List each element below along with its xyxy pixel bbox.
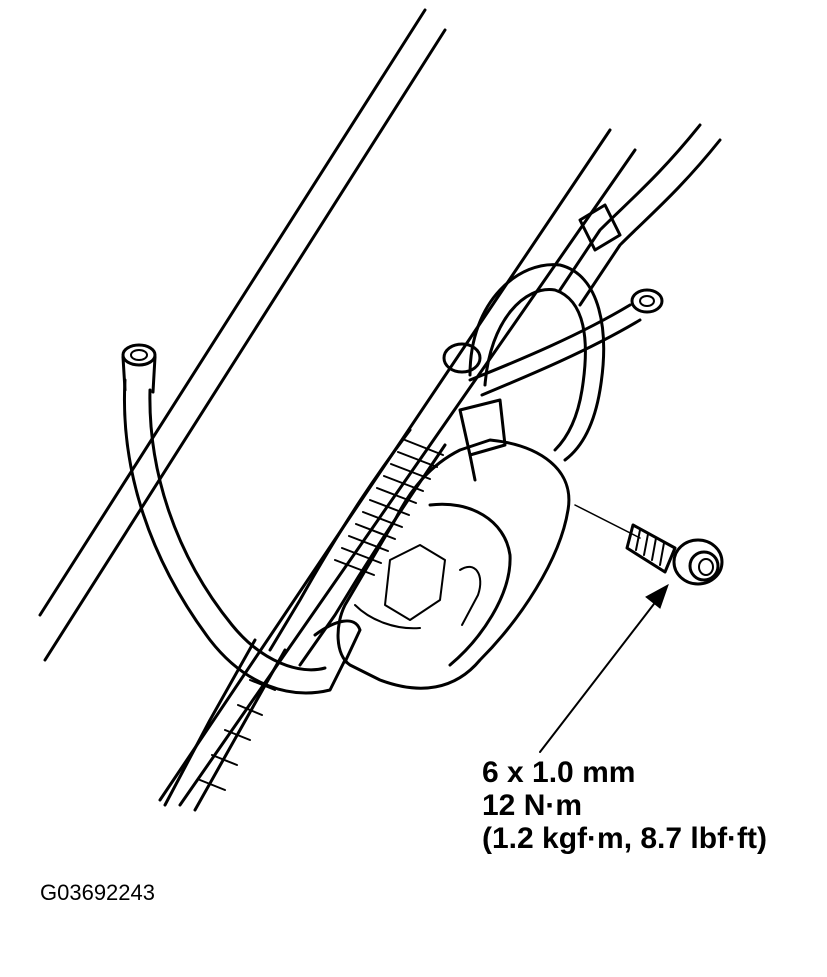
torque-nm-label: 12 N·m [482,789,583,822]
bolt-leader-line [574,504,641,539]
figure-id-label: G03692243 [40,880,155,905]
hose-icon [121,343,362,695]
wire-harness-icon [163,123,722,812]
callout-arrow [539,583,669,753]
torque-alt-units-label: (1.2 kgf·m, 8.7 lbf·ft) [482,822,768,855]
bolt-size-label: 6 x 1.0 mm [482,756,636,789]
hose-loop [442,263,664,462]
flange-bolt-icon [625,523,724,586]
frame-rail-upper [38,8,447,662]
connector-assembly-icon [336,398,571,690]
